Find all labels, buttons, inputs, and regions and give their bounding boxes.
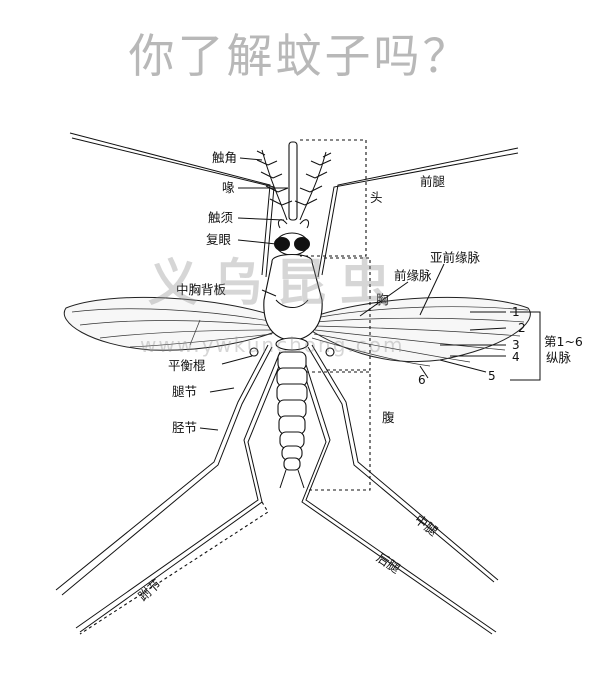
- label-trochanter: 腿节: [172, 384, 197, 399]
- label-compound-eye: 复眼: [206, 232, 232, 247]
- wings: [63, 296, 531, 367]
- left-compound-eye: [274, 237, 290, 251]
- label-abdomen: 腹: [382, 410, 395, 425]
- label-head: 头: [370, 190, 383, 205]
- label-proboscis: 喙: [222, 180, 235, 195]
- right-foreleg: [321, 147, 519, 276]
- thorax-bracket: [324, 257, 371, 371]
- label-hindleg: 后腿: [374, 550, 404, 577]
- label-tarsus: 跗节: [135, 576, 164, 604]
- left-wing: [63, 296, 281, 351]
- region-brackets: [79, 139, 371, 635]
- right-compound-eye: [294, 237, 310, 251]
- label-tibia: 胫节: [172, 420, 197, 435]
- right-palp: [299, 219, 310, 229]
- right-haltere: [325, 347, 335, 357]
- left-hindleg: [75, 351, 281, 629]
- label-haltere: 平衡棍: [168, 358, 206, 373]
- proboscis: [288, 141, 298, 221]
- label-thorax: 胸: [376, 292, 389, 307]
- left-palp: [277, 219, 288, 229]
- vein-number-2: 2: [518, 321, 526, 335]
- label-vein-group: 第1~6: [544, 334, 583, 349]
- vein-number-6: 6: [418, 373, 426, 387]
- left-haltere: [249, 347, 259, 357]
- abdomen: [276, 351, 308, 489]
- right-hindleg: [301, 351, 497, 633]
- pointer-lines: [199, 157, 541, 431]
- label-antenna: 触角: [212, 150, 237, 165]
- head-bracket: [300, 139, 367, 257]
- label-costa: 前缘脉: [394, 268, 432, 283]
- watermark: 义乌昆虫 www.ywkunchong.com: [140, 254, 404, 357]
- label-foreleg: 前腿: [420, 174, 446, 189]
- vein-number-4: 4: [512, 350, 520, 364]
- right-antenna: [299, 151, 327, 221]
- label-vein-group-sub: 纵脉: [546, 350, 572, 365]
- page-title: 你了解蚊子吗？: [128, 29, 472, 83]
- left-antenna: [261, 149, 288, 221]
- thorax: [263, 254, 323, 341]
- watermark-url: www.ywkunchong.com: [140, 333, 404, 357]
- label-subcosta: 亚前缘脉: [430, 250, 481, 265]
- tarsus-bracket: [79, 501, 269, 635]
- labels: 触角 喙 触须 复眼 中胸背板 平衡棍 腿节 胫节 跗节 头 胸 腹 前腿 中腿…: [135, 150, 583, 604]
- watermark-text: 义乌昆虫: [148, 254, 404, 312]
- right-midleg: [311, 344, 499, 581]
- mosquito-body: [249, 141, 335, 489]
- vein-number-1: 1: [512, 305, 520, 319]
- vein-number-3: 3: [512, 338, 520, 352]
- label-mesonotum: 中胸背板: [176, 282, 227, 297]
- left-foreleg: [69, 132, 271, 276]
- label-midleg: 中腿: [412, 512, 441, 540]
- vein-number-5: 5: [488, 369, 496, 383]
- left-midleg: [55, 344, 269, 591]
- label-palp: 触须: [208, 210, 234, 225]
- scutellum: [275, 337, 309, 351]
- abdomen-bracket: [306, 371, 371, 491]
